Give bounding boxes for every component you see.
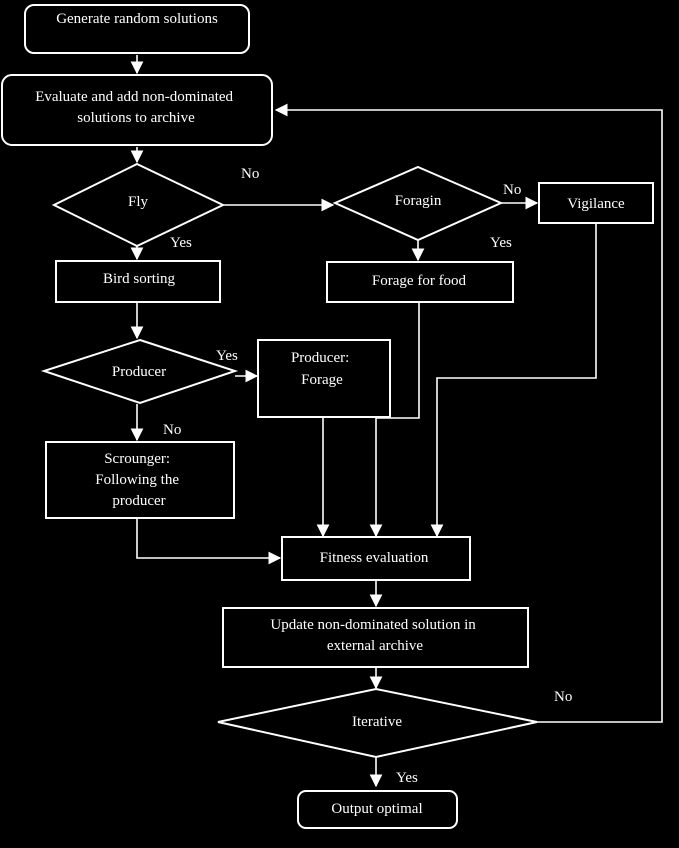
node-update [222,607,529,668]
label-scrounger: Scrounger: Following the producer [95,451,183,509]
edge-vigilance-fitness [430,224,597,538]
edge-label-fly-no: No [241,166,259,182]
edge-iterative-loop [274,103,663,723]
label-update: Update non-dominated solution in externa… [270,617,479,654]
node-foragin [332,165,504,242]
label-producer: Producer [112,364,166,380]
label-fitness: Fitness evaluation [320,550,429,566]
node-output [297,790,458,829]
node-bird-sorting [55,260,221,303]
label-output: Output optimal [331,801,422,817]
node-generate [24,4,250,54]
node-fly [51,162,226,248]
label-vigilance: Vigilance [567,196,625,212]
label-fly: Fly [128,194,149,210]
edge-label-fly-yes: Yes [170,235,192,251]
nodes [1,4,654,829]
connectors [130,55,663,788]
node-fitness [281,536,471,581]
node-scrounger [45,441,235,519]
label-producer-forage: Producer: Forage [291,350,353,388]
node-vigilance [538,182,654,224]
label-iterative: Iterative [352,714,402,730]
node-forage-food [326,261,514,303]
edge-scrounger-fitness [136,518,282,565]
edge-label-producer-no: No [163,422,181,438]
label-evaluate: Evaluate and add non-dominated solutions… [35,89,237,126]
label-generate: Generate random solutions [56,11,218,27]
edge-labels: No Yes No Yes Yes No No Yes [163,166,572,786]
node-producer [40,338,239,405]
edge-label-iterative-yes: Yes [396,770,418,786]
label-bird-sorting: Bird sorting [103,271,176,287]
node-iterative [217,687,538,759]
node-producer-forage [257,339,391,418]
edge-forage-fitness [369,302,420,538]
edge-label-foragin-yes: Yes [490,235,512,251]
node-labels: Generate random solutions Evaluate and a… [35,11,625,817]
edge-label-iterative-no: No [554,689,572,705]
label-forage-food: Forage for food [372,273,467,289]
edge-label-foragin-no: No [503,182,521,198]
node-evaluate [1,74,273,146]
label-foragin: Foragin [395,193,442,209]
edge-label-producer-yes: Yes [216,348,238,364]
